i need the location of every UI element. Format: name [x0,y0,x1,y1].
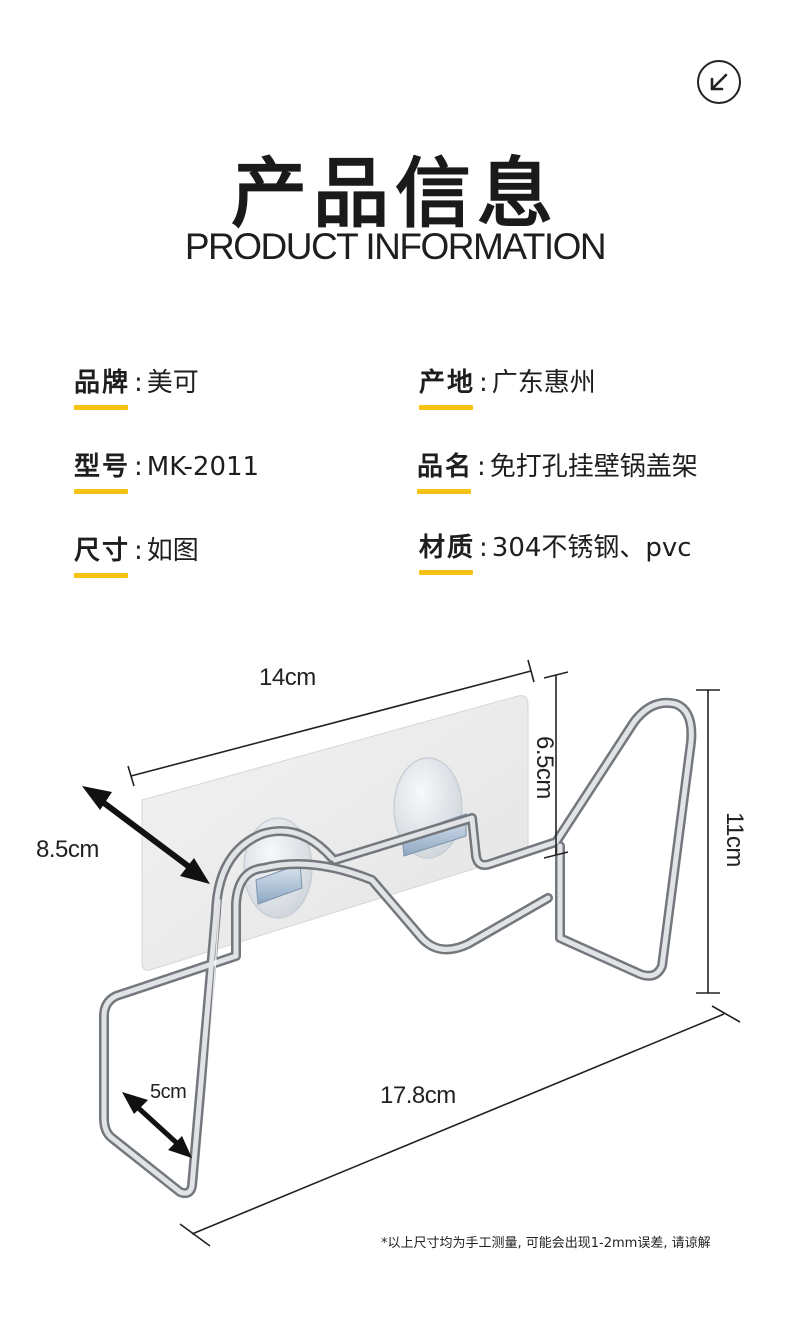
dim-top-width: 14cm [259,664,316,691]
spec-value: 广东惠州 [491,368,596,398]
dim-plate-height: 6.5cm [531,736,558,799]
dim-height: 11cm [721,812,748,867]
depth-arrow [82,786,210,884]
spec-key: 型号 [74,446,130,494]
spec-material: 材质:304不锈钢、pvc [419,527,692,575]
page-title: 产品信息 [231,149,559,238]
spec-value: 如图 [146,536,199,566]
dim-base-depth: 5cm [150,1081,187,1103]
spec-value: 免打孔挂壁锅盖架 [489,452,698,482]
spec-key: 品牌 [74,362,130,410]
dim-depth: 8.5cm [36,836,99,863]
measurement-disclaimer: *以上尺寸均为手工测量, 可能会出现1-2mm误差, 请谅解 [381,1236,711,1251]
product-dimension-diagram [82,659,741,1247]
dimension-lines [127,659,741,1247]
spec-value: 美可 [146,368,199,398]
spec-key: 品名 [417,446,473,494]
arrow-down-left-circle-icon [697,60,741,104]
spec-size: 尺寸:如图 [74,530,199,578]
spec-brand: 品牌:美可 [74,362,199,410]
spec-key: 产地 [419,362,475,410]
spec-key: 材质 [419,527,475,575]
spec-model: 型号:MK-2011 [74,446,260,494]
spec-value: 304不锈钢、pvc [491,533,692,563]
spec-origin: 产地:广东惠州 [419,362,596,410]
base-depth-arrow [122,1092,192,1158]
dim-length: 17.8cm [380,1082,456,1109]
page-subtitle: PRODUCT INFORMATION [184,226,607,267]
spec-product-name: 品名:免打孔挂壁锅盖架 [417,446,698,494]
wire-rack [99,697,697,1199]
spec-key: 尺寸 [74,530,130,578]
spec-value: MK-2011 [146,452,260,482]
